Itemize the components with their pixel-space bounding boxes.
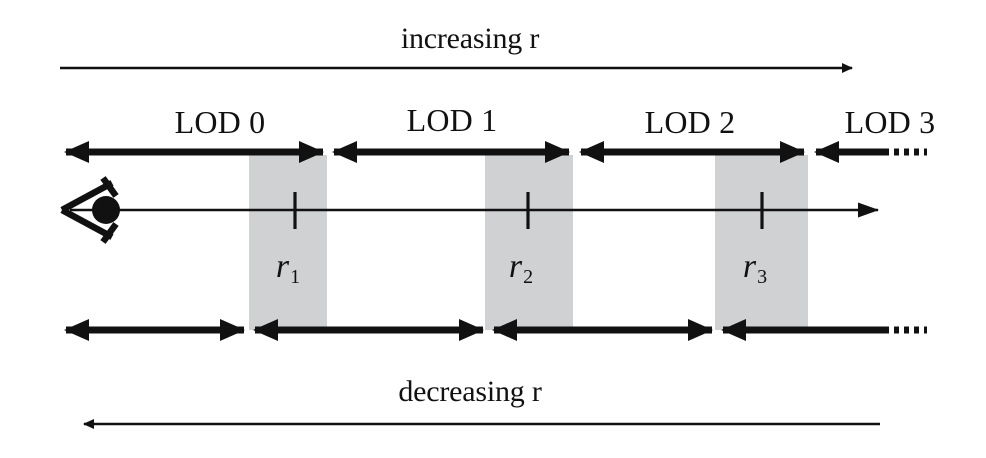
radius-tick-group (293, 192, 764, 229)
radius-label-r2: r2 (509, 248, 533, 289)
radius-label-r2-base: r (508, 248, 523, 285)
eye-icon (60, 176, 120, 244)
radius-label-r3-subscript: 3 (757, 266, 768, 288)
decreasing-r-label: decreasing r (398, 375, 542, 408)
transition-band-r1 (249, 155, 327, 330)
lod-label-0: LOD 0 (174, 104, 266, 140)
lod-label-1: LOD 1 (406, 102, 498, 138)
radius-label-r2-subscript: 2 (523, 266, 534, 288)
radius-label-r3: r3 (743, 248, 767, 289)
lod-label-3: LOD 3 (844, 104, 936, 140)
lod-label-2: LOD 2 (644, 104, 736, 140)
increasing-r-label: increasing r (400, 22, 540, 55)
radius-label-r1: r1 (276, 248, 300, 289)
radius-label-r3-base: r (742, 248, 757, 285)
transition-band-group (249, 155, 808, 330)
transition-band-r3 (715, 155, 808, 330)
radius-label-r1-subscript: 1 (290, 266, 301, 288)
transition-band-r2 (485, 155, 573, 330)
radius-label-r1-base: r (275, 248, 290, 285)
